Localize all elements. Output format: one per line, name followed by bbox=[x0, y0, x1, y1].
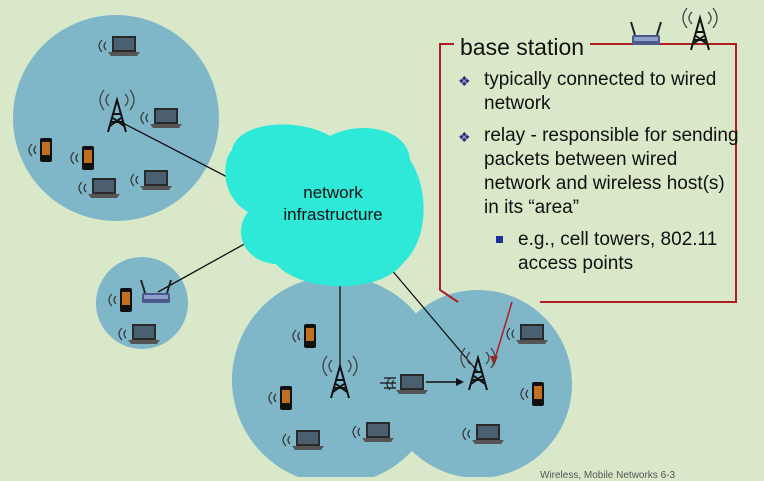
cloud-label: network infrastructure bbox=[268, 182, 398, 226]
callout-border bbox=[439, 43, 737, 303]
callout-pointer-line bbox=[493, 301, 513, 363]
wireless-cell-top-left bbox=[13, 15, 219, 221]
access-point-router-icon bbox=[630, 21, 662, 46]
cloud-label-line1: network bbox=[303, 183, 363, 202]
callout-title: base station bbox=[454, 34, 591, 61]
callout-bullet-list: ❖ typically connected to wired network ❖… bbox=[454, 68, 744, 276]
network-infrastructure-cloud bbox=[225, 124, 424, 287]
cloud-label-line2: infrastructure bbox=[283, 205, 383, 224]
square-bullet-icon bbox=[496, 236, 503, 243]
slide-footer: Wireless, Mobile Networks 6-3 bbox=[540, 470, 676, 481]
bullet-text: typically connected to wired network bbox=[484, 69, 717, 114]
diamond-bullet-icon: ❖ bbox=[458, 129, 471, 145]
diamond-bullet-icon: ❖ bbox=[458, 73, 471, 89]
wireless-cell-small bbox=[96, 257, 188, 349]
mobility-arrow bbox=[380, 377, 464, 389]
bullet-text: relay - responsible for sending packets … bbox=[484, 125, 739, 218]
sub-bullet-item: e.g., cell towers, 802.11 access points bbox=[454, 228, 744, 276]
bullet-item: ❖ relay - responsible for sending packet… bbox=[454, 124, 744, 220]
bullet-item: ❖ typically connected to wired network bbox=[454, 68, 744, 116]
sub-bullet-text: e.g., cell towers, 802.11 access points bbox=[518, 229, 718, 274]
